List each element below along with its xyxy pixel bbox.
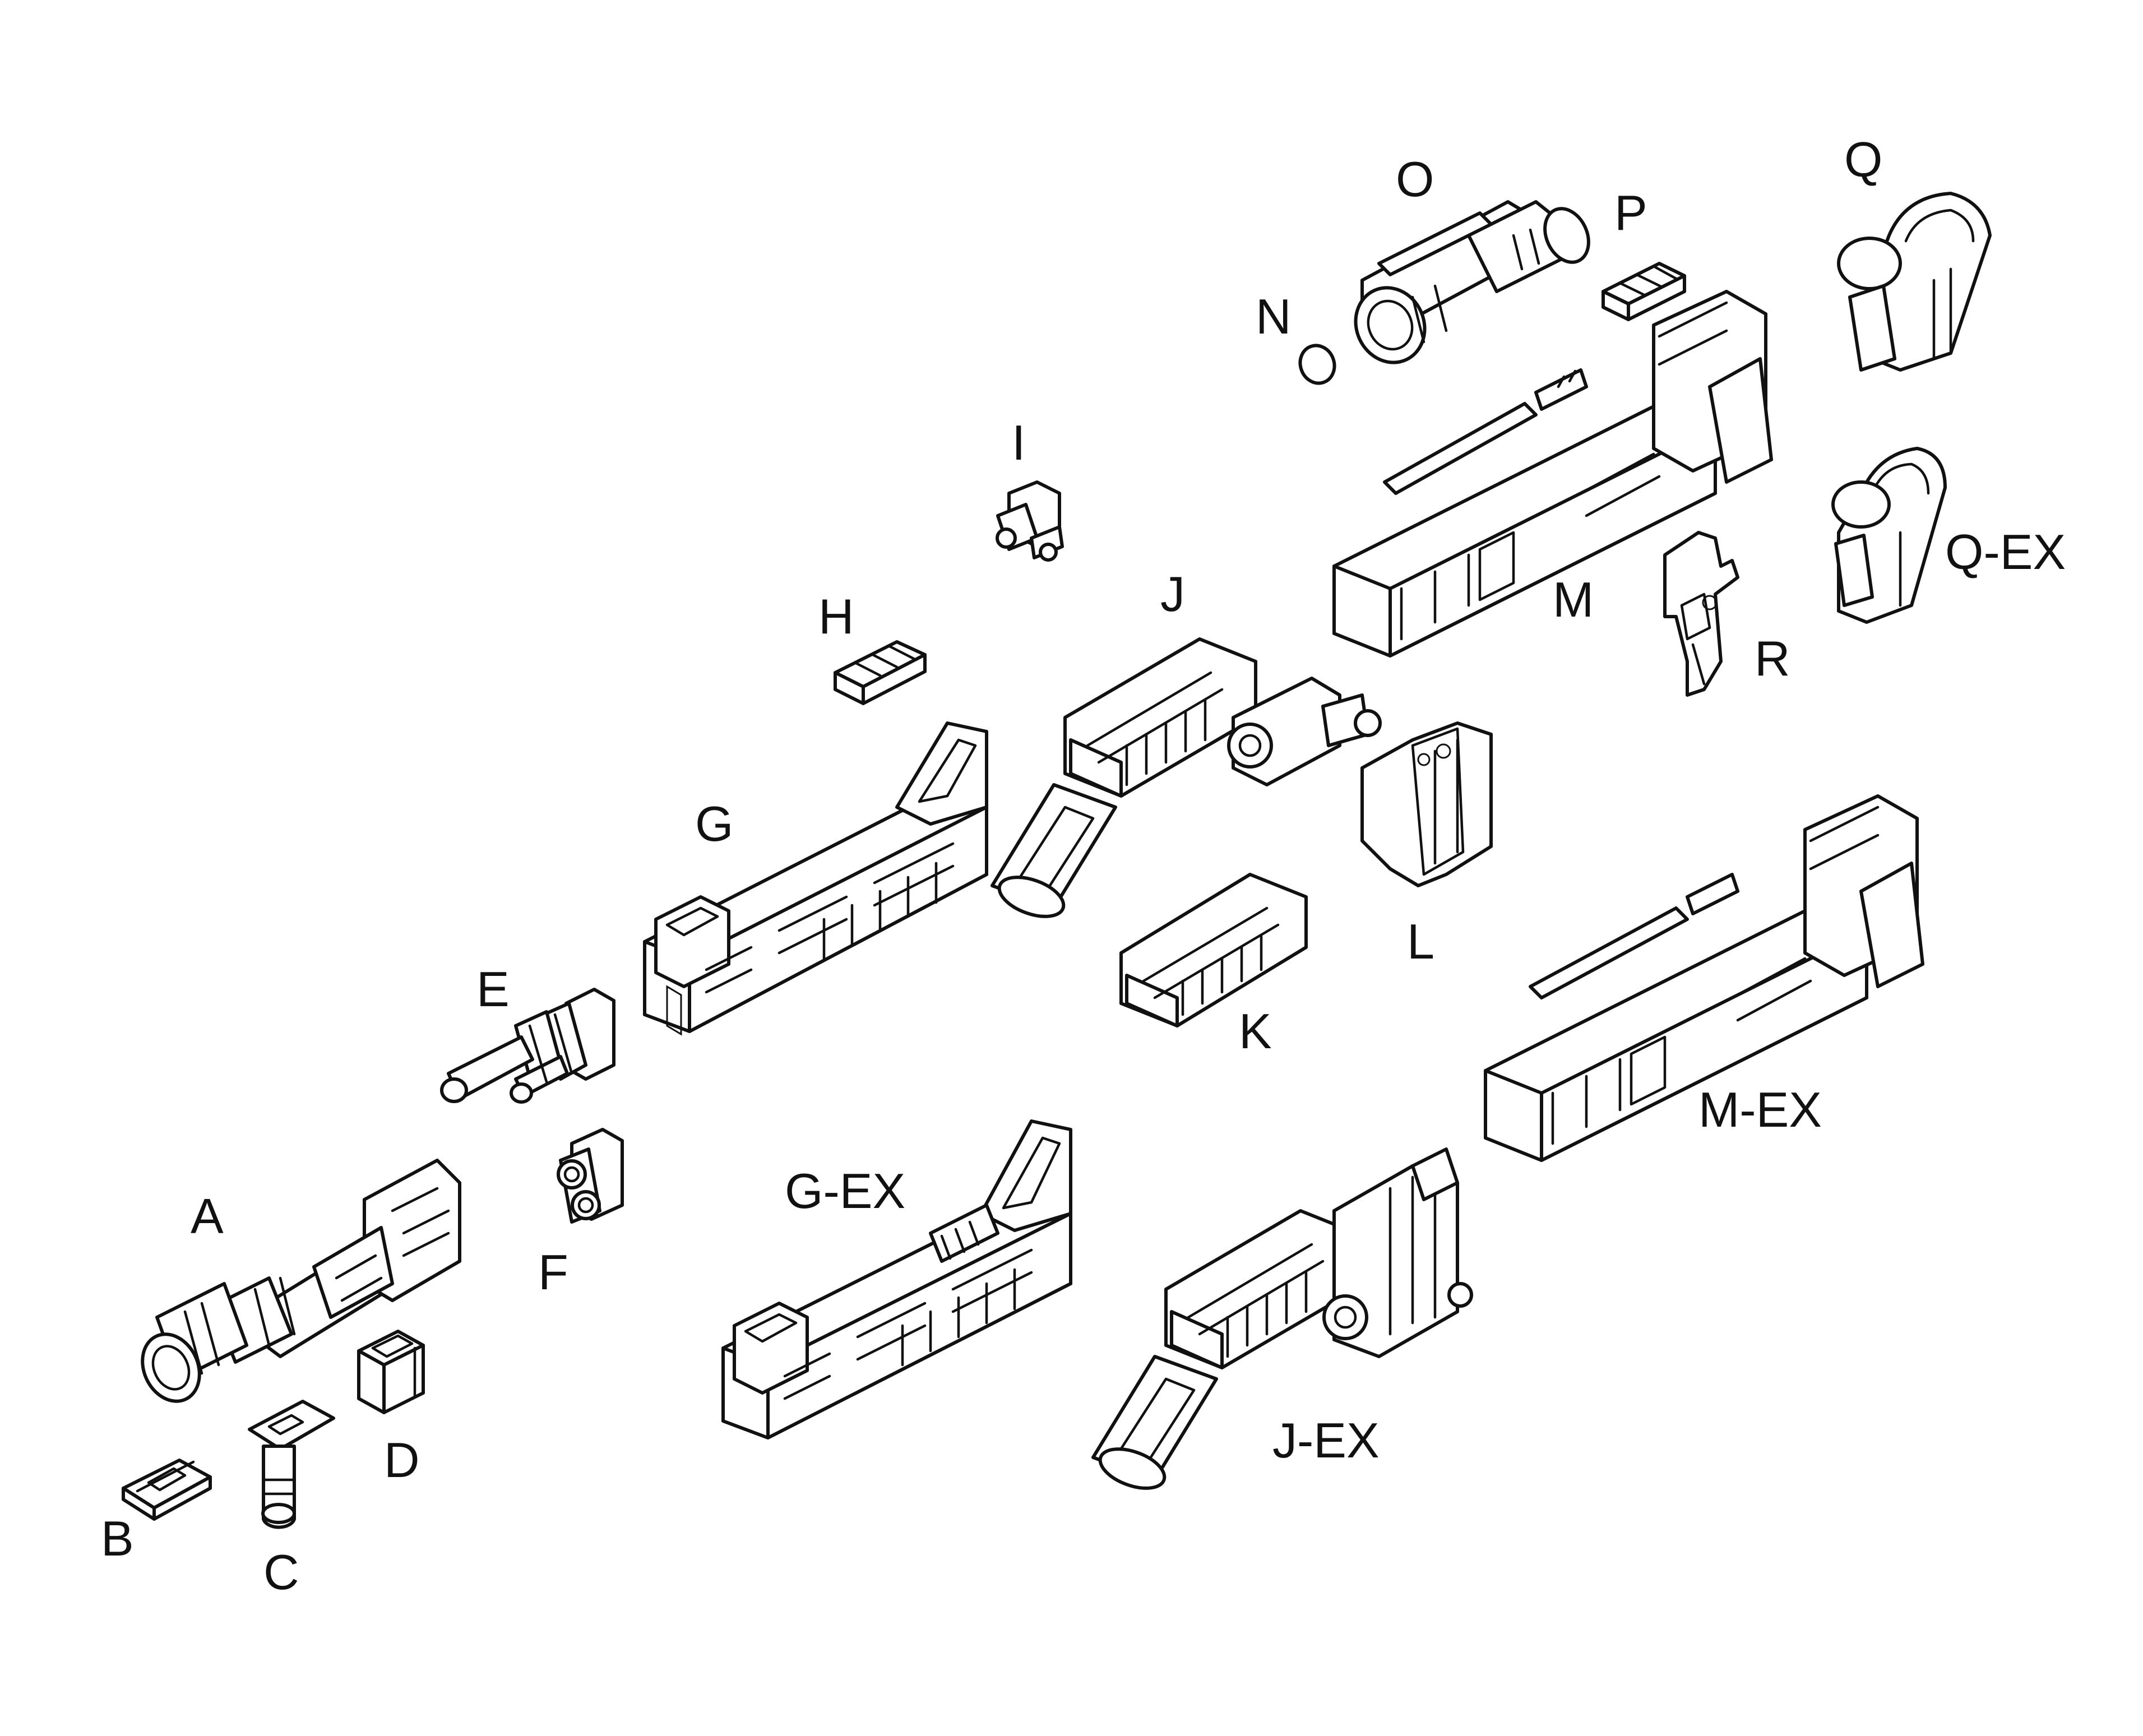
part-j-ex-handguard	[1091, 1147, 1473, 1490]
label-c: C	[263, 1544, 299, 1600]
part-i-hinge	[996, 480, 1064, 562]
label-j: J	[1160, 566, 1185, 622]
label-j-ex: J-EX	[1272, 1413, 1380, 1468]
part-l-magazine-well	[1360, 721, 1493, 887]
label-q: Q	[1844, 132, 1882, 187]
label-h: H	[818, 589, 854, 644]
label-g: G	[695, 796, 733, 851]
part-e-twin-barrel	[440, 988, 615, 1104]
label-p: P	[1614, 185, 1647, 240]
label-b: B	[101, 1511, 134, 1566]
label-g-ex: G-EX	[785, 1163, 905, 1219]
label-d: D	[384, 1432, 420, 1488]
label-o: O	[1396, 151, 1434, 207]
part-p-small-rail	[1602, 262, 1686, 321]
label-n: N	[1256, 289, 1292, 344]
part-m-stock-receiver	[1332, 290, 1773, 658]
label-r: R	[1755, 631, 1790, 686]
label-l: L	[1407, 914, 1434, 969]
label-m: M	[1553, 572, 1594, 627]
part-m-ex-stock-receiver	[1484, 794, 1924, 1162]
part-b-plate	[122, 1459, 212, 1521]
label-m-ex: M-EX	[1698, 1082, 1822, 1137]
part-q-ex-buttstock	[1831, 447, 1947, 624]
part-a-barrel-assembly	[141, 1159, 461, 1403]
part-g-ex-receiver	[721, 1119, 1072, 1439]
label-q-ex: Q-EX	[1945, 524, 2066, 580]
part-c-grip-post	[248, 1400, 335, 1529]
part-f-connector	[557, 1128, 624, 1224]
part-o-scope	[1354, 200, 1590, 364]
part-j-handguard	[990, 637, 1382, 918]
part-d-block	[357, 1330, 425, 1414]
label-k: K	[1239, 1003, 1272, 1059]
label-e: E	[476, 961, 510, 1017]
part-k-rail-cover	[1119, 873, 1308, 1027]
callout-labels: A B C D E F G G-EX H I J J-EX K L M M-EX…	[101, 132, 2066, 1600]
label-f: F	[538, 1244, 568, 1300]
label-i: I	[1012, 415, 1025, 470]
label-a: A	[191, 1188, 224, 1244]
part-r-trigger	[1663, 531, 1739, 697]
part-q-buttstock	[1837, 192, 1992, 372]
part-h-rail	[834, 640, 927, 705]
part-n-ring	[1298, 344, 1336, 385]
part-g-receiver	[643, 721, 988, 1036]
